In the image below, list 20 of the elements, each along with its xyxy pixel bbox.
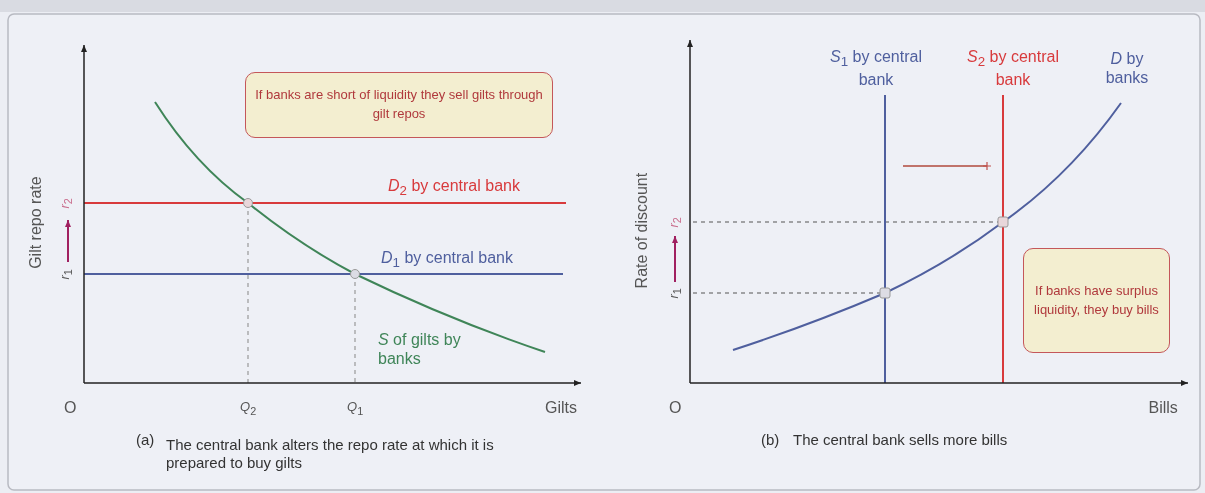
curve-label: D$_{2}$ by central bank	[388, 175, 520, 199]
curve-label: S$_{1}$ by central bank	[829, 47, 923, 90]
curve-label: S$_{2}$ by central bank	[966, 47, 1060, 90]
axis-tick-label: Q$_{2}$	[240, 398, 257, 418]
figure-caption: The central bank alters the repo rate at which it is prepared to buy gilts	[166, 436, 495, 472]
axis-tick-label: Q$_{1}$	[347, 398, 364, 418]
axis-origin-label: O	[669, 397, 682, 417]
callout-box: If banks have surplus liquidity, they buy bills	[1023, 248, 1170, 353]
curve-label: D by banks	[1104, 49, 1150, 88]
axis-title: Bills	[1148, 397, 1178, 417]
figure-caption: The central bank sells more bills	[793, 431, 1008, 449]
caption-marker: (b)	[761, 431, 780, 449]
caption-marker: (a)	[136, 431, 155, 449]
axis-title: Rate of discount	[632, 172, 652, 288]
axis-origin-label: O	[64, 397, 77, 417]
curve-label: S of gilts by banks	[378, 330, 462, 369]
axis-title: Gilts	[545, 397, 577, 417]
callout-box: If banks are short of liquidity they sell gilts through gilt repos	[245, 72, 553, 138]
curve-label: D$_{1}$ by central bank	[381, 247, 513, 271]
axis-title: Gilt repo rate	[25, 175, 45, 269]
